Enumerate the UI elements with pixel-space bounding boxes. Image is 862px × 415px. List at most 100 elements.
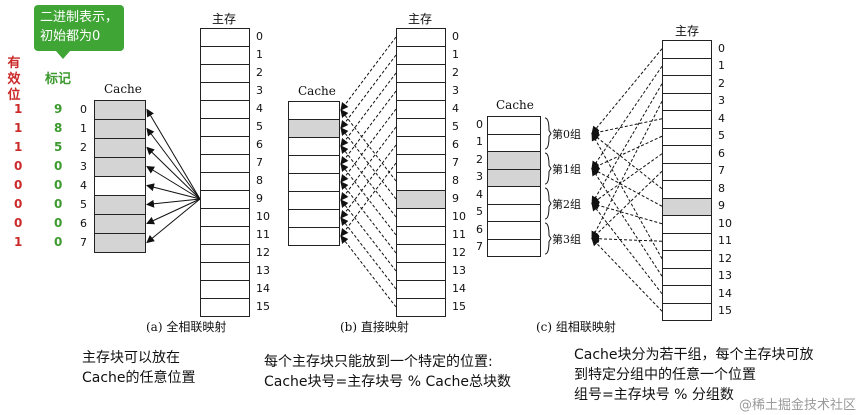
annotation-line-2: 初始都为0 (40, 29, 101, 44)
tag-value: 0 (54, 235, 63, 249)
panel-b-memory-block (396, 64, 446, 83)
panel-c-mapping-line (591, 83, 663, 205)
panel-c-cache-index: 0 (476, 117, 483, 131)
panel-c-cache-index: 7 (476, 240, 483, 254)
tag-value: 0 (54, 197, 63, 211)
panel-b-mapping-line (340, 36, 397, 111)
panel-b-memory-index: 1 (452, 48, 459, 61)
valid-bit: 1 (14, 121, 23, 135)
panel-c-memory-index: 5 (718, 129, 725, 143)
panel-c-memory-block (662, 75, 712, 94)
panel-a-cache-index: 3 (80, 159, 87, 173)
valid-bit: 1 (14, 140, 23, 154)
group-label: 第0组 (552, 125, 581, 142)
panel-c-mapping-line (591, 132, 663, 259)
panel-c-cache-block (487, 186, 541, 205)
panel-c-mapping-line (591, 168, 663, 207)
panel-c-memory-block (662, 285, 712, 304)
panel-b-memory-index: 13 (452, 264, 466, 277)
panel-a-cache-block (94, 138, 146, 158)
panel-c-cache-index: 1 (476, 135, 483, 149)
panel-c-memory-block (662, 215, 712, 234)
panel-b-memory-block (396, 118, 446, 137)
panel-b-mapping-line (340, 144, 397, 219)
panel-b-mapping-line (340, 162, 397, 237)
panel-c-memory-index: 0 (718, 41, 725, 55)
panel-a-cache-block (94, 176, 146, 196)
note-b-line-1: 每个主存块只能放到一个特定的位置: (264, 354, 493, 370)
panel-c-memory-block (662, 110, 712, 129)
panel-c-memory-block (662, 250, 712, 269)
panel-b-mapping-line (340, 72, 397, 147)
panel-c-mapping-line (591, 101, 663, 240)
panel-a-memory-index: 7 (256, 156, 263, 169)
panel-b-memory-block (396, 226, 446, 245)
panel-b-memory-index: 14 (452, 282, 466, 295)
panel-b-memory-block (396, 298, 446, 317)
valid-bit: 1 (14, 235, 23, 249)
panel-b-memory-index: 9 (452, 192, 459, 205)
tag-header: 标记 (44, 72, 71, 87)
panel-b-memory-index: 7 (452, 156, 459, 169)
panel-a-cache-index: 0 (80, 102, 87, 116)
panel-a-memory-index: 0 (256, 30, 263, 43)
panel-b-memory-index: 2 (452, 66, 459, 79)
panel-b-cache-block (288, 119, 340, 138)
panel-c-memory-index: 11 (718, 234, 732, 248)
panel-b-mapping-line (340, 235, 397, 308)
panel-c-cache-block (487, 238, 541, 257)
panel-c-mapping-line (591, 170, 663, 240)
panel-b-memory-index: 5 (452, 120, 459, 133)
panel-a-cache-index: 6 (80, 216, 87, 230)
watermark: @稀土掘金技术社区 (738, 398, 856, 413)
panel-c-memory-block (662, 162, 712, 181)
group-bracket (544, 222, 552, 255)
panel-b-mapping-line (340, 108, 397, 183)
panel-a-memory-label: 主存 (212, 12, 237, 26)
panel-b-cache-block (288, 137, 340, 156)
panel-c-mapping-line (591, 48, 663, 135)
panel-c-memory-block (662, 92, 712, 111)
panel-c-memory-block (662, 302, 712, 321)
panel-a-cache-block (94, 157, 146, 177)
panel-b-memory-block (396, 28, 446, 47)
panel-a-arrow (146, 198, 201, 208)
panel-c-memory-block (662, 40, 712, 59)
panel-a-memory-index: 9 (256, 192, 263, 205)
panel-c-cache-label: Cache (496, 98, 534, 112)
panel-c-mapping-line (591, 65, 663, 170)
panel-a-cache-block (94, 195, 146, 215)
note-a-line-1: 主存块可以放在 (82, 350, 180, 366)
note-a-line-2: Cache的任意位置 (82, 370, 196, 386)
panel-c-memory-index: 9 (718, 199, 725, 213)
panel-a-cache-block (94, 100, 146, 120)
panel-a-arrow (146, 198, 201, 244)
note-b-line-2: Cache块号=主存块号 % Cache总块数 (264, 374, 512, 390)
panel-a-memory-index: 1 (256, 48, 263, 61)
panel-c-memory-block (662, 145, 712, 164)
panel-a-memory-block (200, 262, 250, 281)
valid-bit: 1 (14, 102, 23, 116)
panel-b-cache-label: Cache (298, 84, 336, 98)
valid-bit-header: 有效 位 (2, 56, 26, 104)
panel-a-memory-block (200, 64, 250, 83)
panel-a-memory-block (200, 46, 250, 65)
panel-a-memory-block (200, 28, 250, 47)
panel-b-memory-index: 0 (452, 30, 459, 43)
panel-a-cache-index: 5 (80, 197, 87, 211)
panel-b-mapping-line (340, 199, 397, 272)
panel-b-memory-index: 11 (452, 228, 466, 241)
panel-a-memory-index: 8 (256, 174, 263, 187)
panel-c-memory-index: 15 (718, 304, 732, 318)
panel-c-mapping-line (591, 201, 663, 225)
group-bracket (544, 117, 552, 150)
panel-c-memory-block (662, 197, 712, 216)
tag-value: 0 (54, 178, 63, 192)
note-c-line-1: Cache块分为若干组，每个主存块可放 (574, 347, 814, 363)
panel-c-memory-block (662, 57, 712, 76)
panel-b-memory-block (396, 244, 446, 263)
panel-c-cache-index: 3 (476, 170, 483, 184)
panel-a-arrow (146, 108, 201, 200)
panel-b-memory-index: 15 (452, 300, 466, 313)
